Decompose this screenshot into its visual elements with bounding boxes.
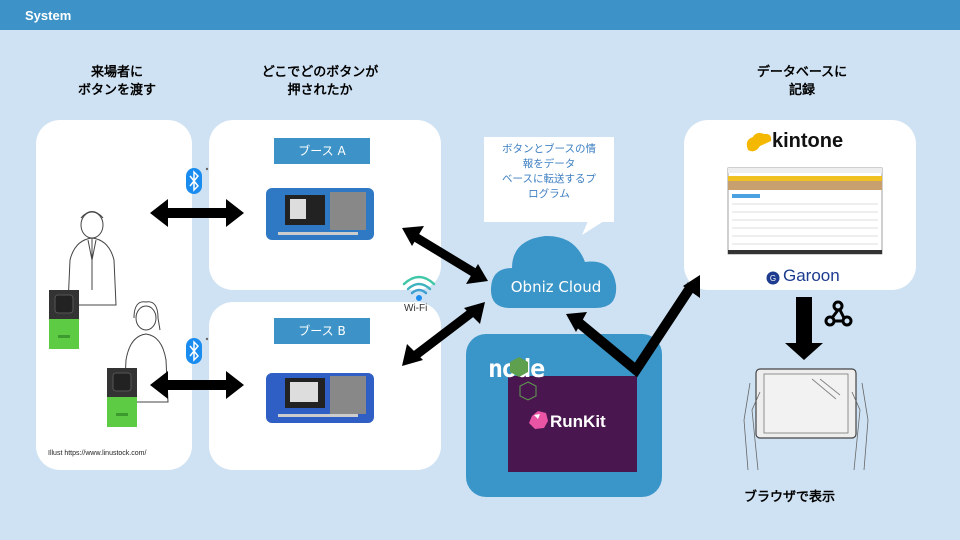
heading-where-line2: 押されたか [287, 83, 353, 98]
heading-visitor-line2: ボタンを渡す [77, 83, 156, 98]
runkit-panel [508, 376, 637, 472]
kintone-logo-icon [746, 133, 772, 152]
bluetooth-icon-a [186, 167, 209, 194]
booth-b-label: ブース B [274, 318, 370, 344]
heading-database: データベースに 記録 [742, 64, 862, 100]
wifi-icon [402, 275, 436, 301]
businessman-icon [67, 211, 117, 306]
obniz-board-a-icon [266, 188, 374, 240]
slide-title: System [25, 8, 72, 23]
heading-where: どこでどのボタンが 押されたか [250, 64, 390, 100]
booth-a-label: ブース A [274, 138, 370, 164]
arrow-booth-a-cloud [402, 226, 488, 284]
heading-visitor-line1: 来場者に [90, 65, 143, 80]
heading-database-line1: データベースに [756, 65, 848, 80]
runkit-logo-icon [529, 411, 548, 429]
illustration-credit: Illust https://www.linustock.com/ [48, 450, 147, 457]
wifi-label: Wi-Fi [404, 303, 428, 314]
nodejs-hex-icon [510, 357, 528, 377]
arrow-button2-booth-b [150, 371, 244, 399]
runkit-label: RunKit [550, 412, 606, 431]
kintone-screenshot [727, 167, 883, 255]
businesswoman-icon [123, 301, 169, 403]
garoon-label: Garoon [783, 266, 840, 285]
heading-browser: ブラウザで表示 [744, 490, 836, 505]
bluetooth-icon-b [186, 337, 209, 364]
svg-text:G: G [770, 274, 776, 283]
callout-line: ボタンとブースの情 [502, 143, 596, 155]
cloud-label: Obniz Cloud [510, 278, 602, 296]
kintone-label: kintone [772, 130, 844, 152]
garoon-logo-icon: G [766, 271, 780, 285]
arrow-runkit-to-cloud-and-kintone [566, 275, 700, 378]
js-hex-icon [519, 381, 537, 401]
heading-visitor: 来場者に ボタンを渡す [62, 64, 172, 100]
obniz-board-b-icon [266, 373, 374, 423]
smart-button-2-icon [107, 368, 137, 427]
tablet-icon [743, 368, 869, 471]
callout-line: ベースに転送するプ [502, 173, 596, 185]
arrow-booth-b-cloud [402, 302, 485, 366]
program-callout: ボタンとブースの情 報をデータ ベースに転送するプ ログラム [484, 137, 614, 222]
arrow-down-to-tablet [785, 297, 823, 360]
smart-button-1-icon [49, 290, 79, 349]
heading-database-line2: 記録 [788, 83, 815, 98]
arrow-button1-booth-a [150, 199, 244, 227]
cloud-icon [490, 235, 617, 308]
webhook-icon [824, 300, 853, 327]
callout-line: ログラム [528, 188, 570, 200]
heading-where-line1: どこでどのボタンが [261, 65, 379, 80]
callout-tail-shape [582, 221, 604, 235]
slide-header: System [0, 0, 960, 30]
callout-line: 報をデータ [522, 158, 576, 170]
